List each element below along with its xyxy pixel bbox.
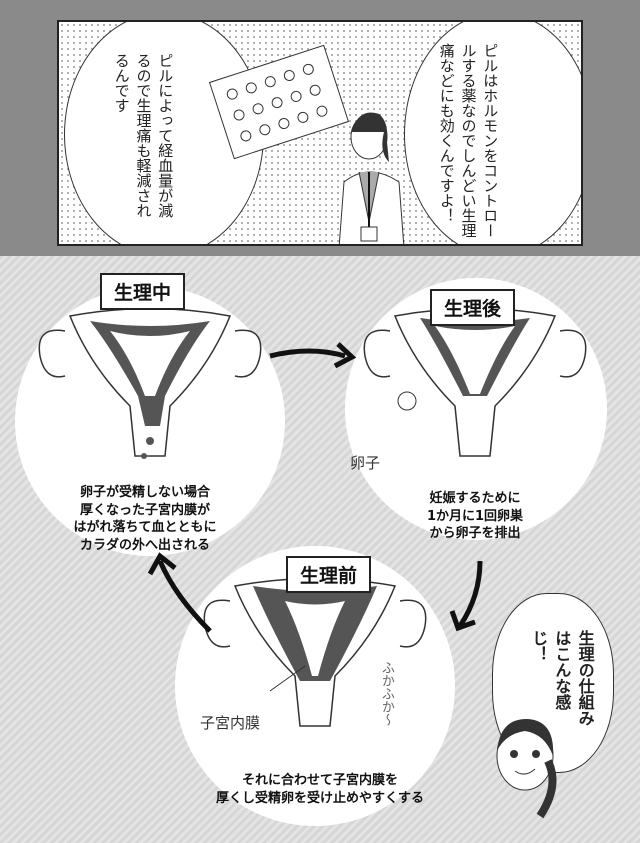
label-before: 生理前 [286, 556, 372, 593]
bubble-text-right: ピルはホルモンをコントロールする薬なのでしんどい生理痛などにも効くんですよ！ [437, 43, 500, 238]
speech-bubble-right: ピルはホルモンをコントロールする薬なのでしんどい生理痛などにも効くんですよ！ [404, 22, 581, 244]
uterus-after [363, 307, 587, 457]
uterus-before [203, 577, 427, 727]
uterus-illustrations [38, 307, 587, 727]
narrator-speech-bubble: 生理の仕組みはこんな感じ！ [492, 593, 614, 773]
annotation-ovum: 卵子 [350, 454, 381, 472]
caption-before: それに合わせて子宮内膜を 厚くし受精卵を受け止めやすくする [215, 773, 424, 806]
uterus-during [38, 307, 262, 459]
caption-during: 卵子が受精しない場合 厚くなった子宮内膜が はがれ落ちて血とともに カラダの外へ… [73, 485, 217, 553]
label-during: 生理中 [100, 273, 186, 310]
narrator-text: 生理の仕組みはこんな感じ！ [529, 630, 595, 726]
doctor-with-pill-pack-illustration [208, 44, 405, 244]
sfx-fluffy: ふかふか〜 [378, 661, 394, 726]
cycle-diagram-area: 生理中 生理後 生理前 卵子が受精しない場合 厚くなった子宮内膜が はがれ落ちて… [0, 256, 640, 843]
manga-panel: ピルによって経血量が減るので生理痛も軽減されるんです ピルはホルモンをコントロー… [57, 20, 583, 246]
top-panel-frame: ピルによって経血量が減るので生理痛も軽減されるんです ピルはホルモンをコントロー… [0, 0, 640, 256]
arrow-during-to-after [269, 348, 346, 359]
caption-after: 妊娠するために 1か月に1回卵巣 から卵子を排出 [426, 491, 524, 542]
arrow-after-to-before [457, 560, 483, 628]
annotation-endometrium: 子宮内膜 [200, 714, 261, 732]
bubble-text-left: ピルによって経血量が減るので生理痛も軽減されるんです [112, 53, 175, 218]
label-after: 生理後 [430, 289, 516, 326]
arrow-before-to-during [157, 560, 212, 633]
